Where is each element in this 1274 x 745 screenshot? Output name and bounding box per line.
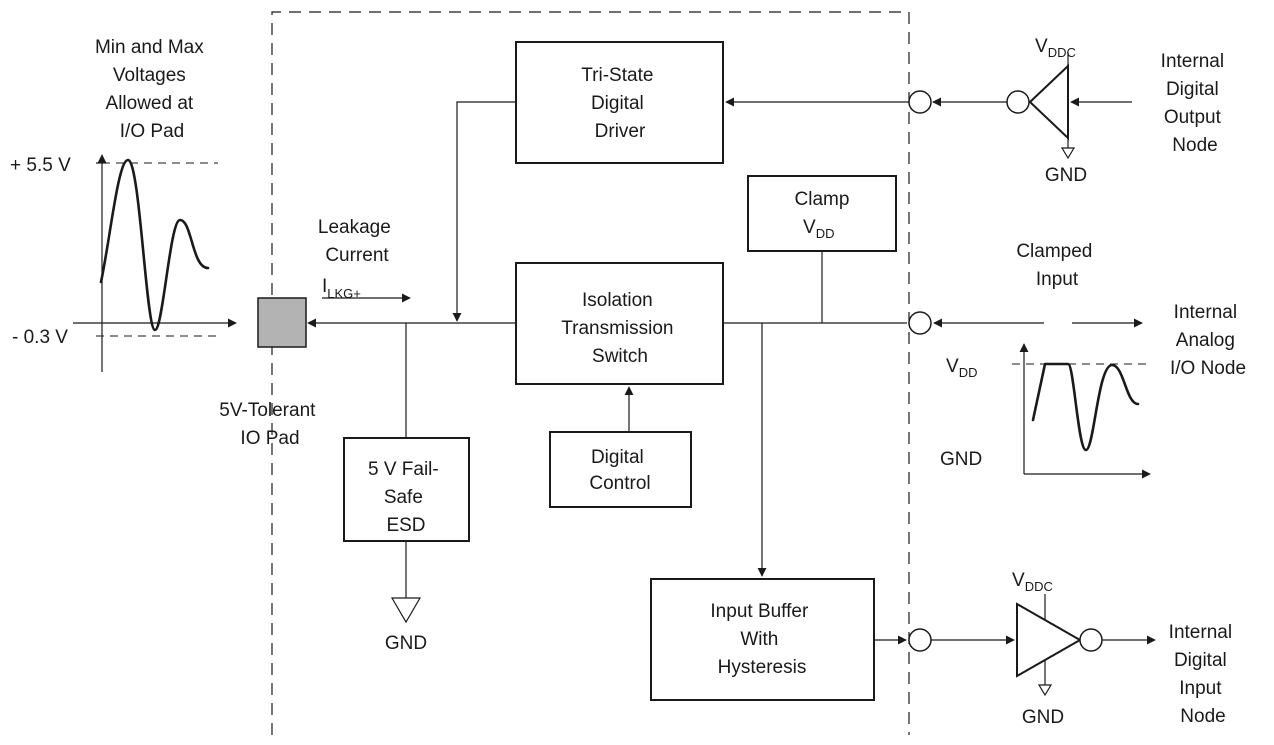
voltage-limits-title: Min and Max Voltages Allowed at I/O Pad	[95, 37, 209, 142]
analog-vdd-label: VDD	[946, 356, 977, 380]
io-pad-label: 5V-Tolerant IO Pad	[219, 400, 320, 449]
esd-gnd-label: GND	[385, 633, 427, 654]
analog-node-label: Internal Analog I/O Node	[1170, 302, 1246, 379]
isolation-switch-block	[515, 262, 724, 385]
tristate-driver-label: Tri-State Digital Driver	[581, 65, 658, 142]
esd-block-label: 5 V Fail- Safe ESD	[368, 459, 444, 536]
input-vddc-label: VDDC	[1012, 570, 1053, 594]
clamped-waveform-plot: VDD GND	[940, 343, 1151, 479]
digital-control-label: Digital Control	[589, 447, 650, 494]
input-ground-icon	[1037, 684, 1053, 697]
svg-text:Leakage Current: Leakage Current	[318, 217, 396, 266]
output-port-bubble	[908, 90, 932, 114]
input-gnd-label: GND	[1022, 707, 1064, 728]
max-voltage-label: + 5.5 V	[10, 155, 71, 176]
digital-input-node-label: Internal Digital Input Node	[1169, 622, 1238, 727]
output-buffer-triangle	[1028, 63, 1069, 141]
voltage-limits-plot: Min and Max Voltages Allowed at I/O Pad …	[10, 37, 237, 372]
clamped-voltage-waveform	[1031, 362, 1140, 452]
output-buffer-bubble	[1006, 90, 1030, 114]
clamp-label: Clamp	[795, 189, 850, 210]
digital-output-node-label: Internal Digital Output Node	[1161, 51, 1230, 156]
min-voltage-label: - 0.3 V	[12, 327, 68, 348]
pad-voltage-waveform	[99, 158, 210, 332]
clamp-vdd-label: VDD	[803, 217, 834, 241]
output-ground-icon	[1060, 147, 1076, 160]
analog-gnd-label: GND	[940, 449, 982, 470]
svg-text:ILKG+: ILKG+	[322, 276, 361, 301]
esd-ground-icon	[390, 597, 422, 624]
chip-boundary	[271, 11, 910, 735]
io-pad	[257, 297, 307, 348]
tristate-driver-block	[515, 41, 724, 164]
digital-control-block	[549, 431, 692, 508]
esd-block	[343, 437, 470, 542]
input-buffer-triangle	[1016, 602, 1083, 678]
clamped-input-label: Clamped Input	[1016, 241, 1097, 290]
input-buffer-label: Input Buffer With Hysteresis	[710, 601, 813, 678]
output-vddc-label: VDDC	[1035, 36, 1076, 60]
output-gnd-label: GND	[1045, 165, 1087, 186]
isolation-switch-label: Isolation Transmission Switch	[561, 290, 679, 367]
input-buffer-bubble	[1079, 628, 1103, 652]
analog-port-bubble	[908, 311, 932, 335]
clamp-block	[747, 175, 897, 252]
input-port-bubble	[908, 628, 932, 652]
leakage-current-label: Leakage Current ILKG+	[318, 217, 411, 303]
